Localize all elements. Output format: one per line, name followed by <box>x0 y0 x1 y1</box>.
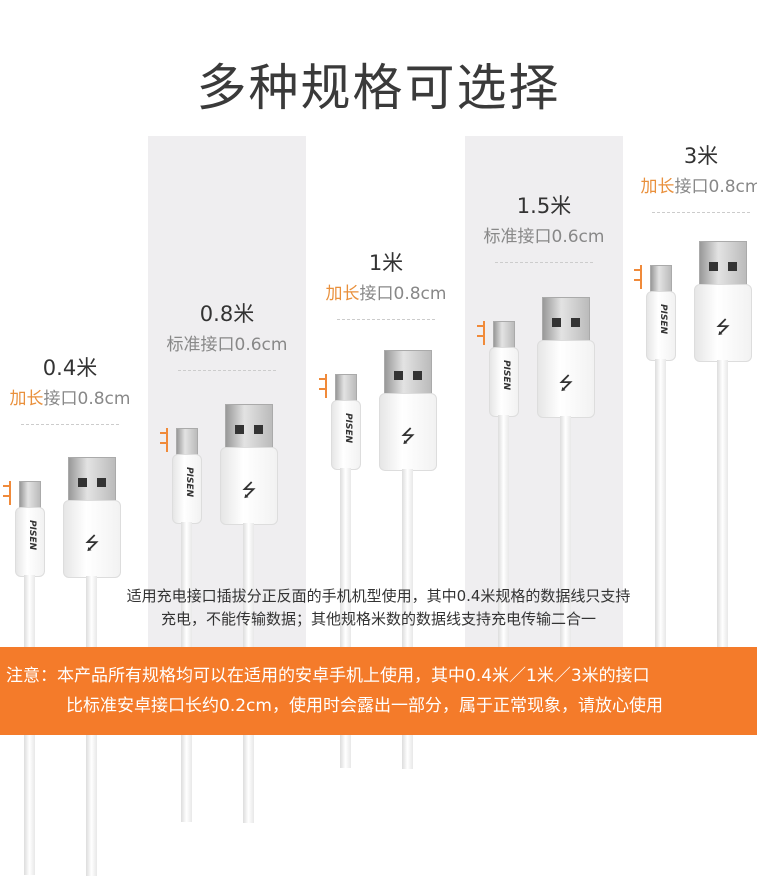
spec-text: 接口0.8cm <box>674 177 757 197</box>
usb-a-plug <box>542 297 590 342</box>
variant-column: 0.4米 加长接口0.8cm PISEN ⭍ <box>0 0 149 876</box>
micro-usb-housing: PISEN <box>489 347 519 417</box>
usb-a-housing: ⭍ <box>537 340 595 418</box>
column-background <box>148 136 306 648</box>
note-line: 适用充电接口插拔分正反面的手机机型使用，其中0.4米规格的数据线只支持 <box>126 587 631 605</box>
spec-text: 接口0.8cm <box>359 284 447 304</box>
cable-image: PISEN ⭍ <box>307 350 465 769</box>
length-label: 1米 <box>368 251 404 275</box>
length-label: 0.4米 <box>42 356 98 380</box>
usb-icon: ⭍ <box>241 480 257 501</box>
usb-icon: ⭍ <box>715 317 731 338</box>
micro-usb-plug <box>19 481 41 509</box>
notice-line: 注意：本产品所有规格均可以在适用的安卓手机上使用，其中0.4米／1米／3米的接口 <box>6 666 650 686</box>
cable-cord <box>560 416 571 716</box>
usb-a-housing: ⭍ <box>379 393 437 471</box>
cable-cord <box>655 359 666 659</box>
length-marker-icon <box>319 374 327 398</box>
usage-note: 适用充电接口插拔分正反面的手机机型使用，其中0.4米规格的数据线只支持 充电，不… <box>0 585 757 631</box>
divider <box>337 319 435 320</box>
usb-a-plug <box>225 404 273 449</box>
usb-a-housing: ⭍ <box>694 284 752 362</box>
notice-banner: 注意：本产品所有规格均可以在适用的安卓手机上使用，其中0.4米／1米／3米的接口… <box>0 647 757 735</box>
usb-icon: ⭍ <box>558 373 574 394</box>
spec-text: 接口0.8cm <box>43 389 131 409</box>
spec-text: 标准接口0.6cm <box>483 227 605 247</box>
cable-cord <box>717 360 728 660</box>
micro-usb-plug <box>493 321 515 349</box>
length-label: 1.5米 <box>516 194 572 218</box>
cable-image: PISEN ⭍ <box>465 297 623 716</box>
micro-usb-housing: PISEN <box>331 400 361 470</box>
length-marker-icon <box>634 265 642 289</box>
brand-logo: PISEN <box>184 466 194 498</box>
variant-column: 1米 加长接口0.8cm PISEN ⭍ <box>307 0 465 769</box>
length-marker-icon <box>160 428 168 452</box>
spec-highlight: 加长 <box>9 389 44 409</box>
notice-line: 比标准安卓接口长约0.2cm，使用时会露出一部分，属于正常现象，请放心使用 <box>66 696 663 716</box>
usb-a-housing: ⭍ <box>220 447 278 525</box>
length-marker-icon <box>477 321 485 345</box>
brand-logo: PISEN <box>27 519 37 551</box>
micro-usb-housing: PISEN <box>15 507 45 577</box>
micro-usb-plug <box>176 428 198 456</box>
divider <box>21 424 119 425</box>
spec-highlight: 加长 <box>325 284 360 304</box>
note-line: 充电，不能传输数据；其他规格米数的数据线支持充电传输二合一 <box>160 610 596 628</box>
length-marker-icon <box>3 481 11 505</box>
variant-column: 3米 加长接口0.8cm PISEN ⭍ <box>622 0 757 757</box>
micro-usb-housing: PISEN <box>172 454 202 524</box>
variant-column: 0.8米 标准接口0.6cm PISEN ⭍ <box>148 0 306 823</box>
length-label: 0.8米 <box>199 302 255 326</box>
cable-cord <box>402 469 413 769</box>
usb-a-plug <box>384 350 432 395</box>
spec-label: 标准接口0.6cm <box>465 222 623 247</box>
spec-label: 标准接口0.6cm <box>148 330 306 355</box>
cable-cord <box>340 468 351 768</box>
brand-logo: PISEN <box>343 412 353 444</box>
spec-label: 加长接口0.8cm <box>0 384 149 409</box>
cable-cord <box>498 415 509 715</box>
spec-label: 加长接口0.8cm <box>622 172 757 197</box>
usb-icon: ⭍ <box>400 426 416 447</box>
usb-a-plug <box>68 457 116 502</box>
usb-icon: ⭍ <box>84 533 100 554</box>
micro-usb-plug <box>650 265 672 293</box>
micro-usb-housing: PISEN <box>646 291 676 361</box>
divider <box>652 212 750 213</box>
spec-highlight: 加长 <box>640 177 675 197</box>
spec-label: 加长接口0.8cm <box>307 279 465 304</box>
brand-logo: PISEN <box>501 359 511 391</box>
divider <box>495 262 593 263</box>
page-title: 多种规格可选择 <box>196 59 561 117</box>
spec-text: 标准接口0.6cm <box>166 335 288 355</box>
variant-column: 1.5米 标准接口0.6cm PISEN ⭍ <box>465 0 623 757</box>
cable-image: PISEN ⭍ <box>622 241 757 660</box>
usb-a-plug <box>699 241 747 286</box>
brand-logo: PISEN <box>658 303 668 335</box>
length-label: 3米 <box>683 144 719 168</box>
micro-usb-plug <box>335 374 357 402</box>
usb-a-housing: ⭍ <box>63 500 121 578</box>
divider <box>178 370 276 371</box>
